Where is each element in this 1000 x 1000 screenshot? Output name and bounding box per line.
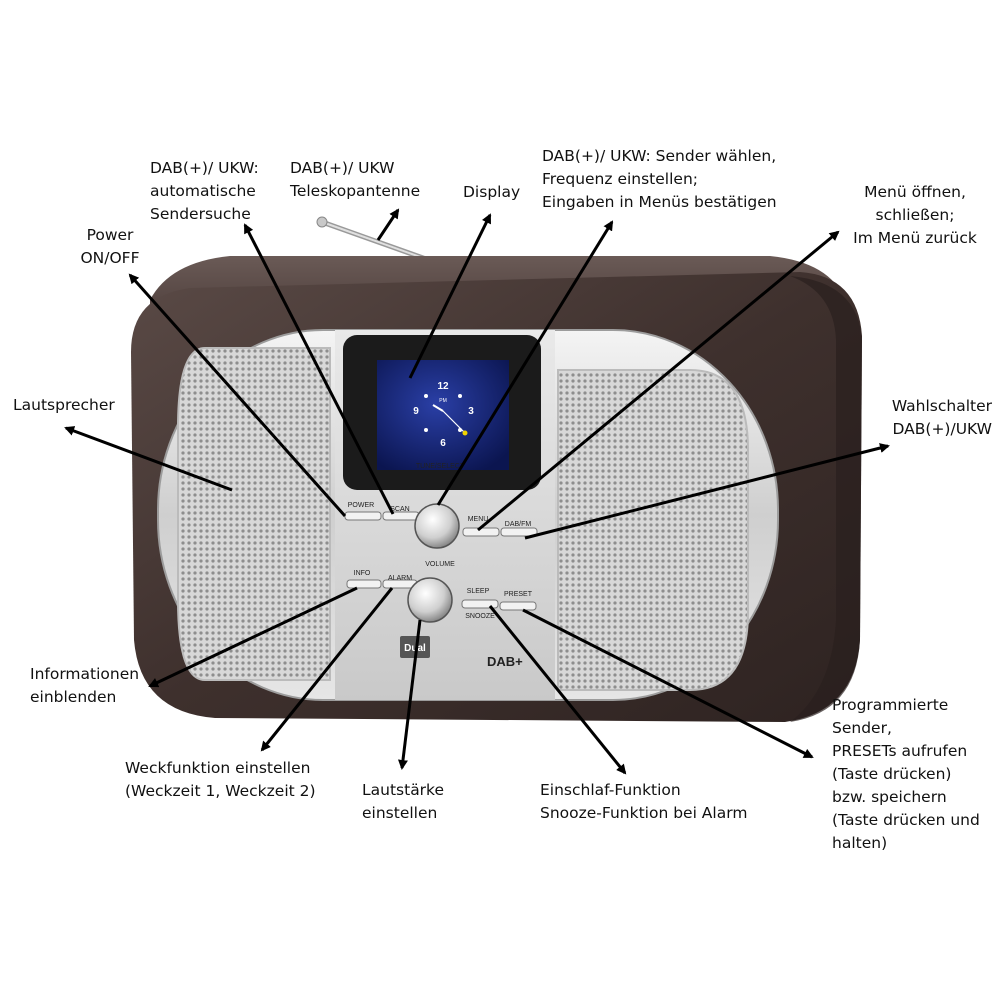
power-button[interactable] [344, 511, 382, 521]
label-alarm: Weckfunktion einstellen(Weckzeit 1, Weck… [125, 759, 316, 800]
volume-knob[interactable] [407, 577, 453, 623]
arrow-menu [477, 230, 840, 532]
svg-text:12: 12 [437, 381, 449, 392]
svg-text:3: 3 [468, 406, 474, 417]
svg-text:6: 6 [440, 438, 446, 449]
arrow-antenna [376, 208, 400, 241]
sleep-button-label: SLEEP [467, 588, 490, 595]
volume-label: VOLUME [425, 561, 455, 568]
label-tune: DAB(+)/ UKW: Sender wählen,Frequenz eins… [542, 147, 777, 211]
left-speaker-grille [177, 347, 331, 681]
svg-text:PM: PM [439, 398, 447, 404]
arrow-display [408, 213, 492, 379]
arrow-speaker [64, 426, 233, 492]
tune-select-knob[interactable] [414, 503, 460, 549]
callout-arrows [64, 208, 890, 775]
scan-button[interactable] [382, 511, 420, 521]
alarm-button-label: ALARM [388, 575, 412, 582]
preset-button[interactable] [499, 601, 537, 611]
info-button-label: INFO [354, 570, 371, 577]
power-button-label: POWER [348, 502, 374, 509]
tune-select-label: TUNE/SELECT [416, 463, 465, 470]
dab-plus-logo: DAB+ [487, 654, 523, 669]
arrow-alarm [260, 587, 394, 752]
arrow-mode [524, 443, 890, 540]
arrow-preset [522, 608, 814, 759]
button-row-bottom: INFO ALARM VOLUME SLEEP SNOOZE PRESET [346, 561, 537, 623]
arrow-power [128, 273, 347, 517]
menu-button-label: MENU [468, 516, 489, 523]
arrow-tune [436, 220, 614, 506]
preset-button-label: PRESET [504, 591, 533, 598]
scan-button-label: SCAN [390, 506, 409, 513]
info-button[interactable] [346, 579, 382, 589]
sleep-snooze-button[interactable] [461, 599, 499, 609]
label-menu: Menü öffnen,schließen;Im Menü zurück [853, 183, 977, 247]
label-display: Display [463, 183, 521, 201]
display-screen: 12 3 6 9 PM [343, 335, 541, 490]
svg-text:9: 9 [413, 406, 419, 417]
arrow-sleep [488, 605, 627, 775]
arrow-volume [398, 619, 422, 770]
arrow-scan [243, 223, 395, 515]
arrow-info [148, 586, 358, 688]
snooze-button-label: SNOOZE [465, 613, 495, 620]
label-speaker: Lautsprecher [13, 396, 115, 414]
clock-face: 12 3 6 9 PM [413, 381, 474, 449]
dab-fm-button[interactable] [500, 527, 538, 537]
right-speaker-grille [557, 369, 749, 691]
dab-fm-button-label: DAB/FM [505, 521, 532, 528]
